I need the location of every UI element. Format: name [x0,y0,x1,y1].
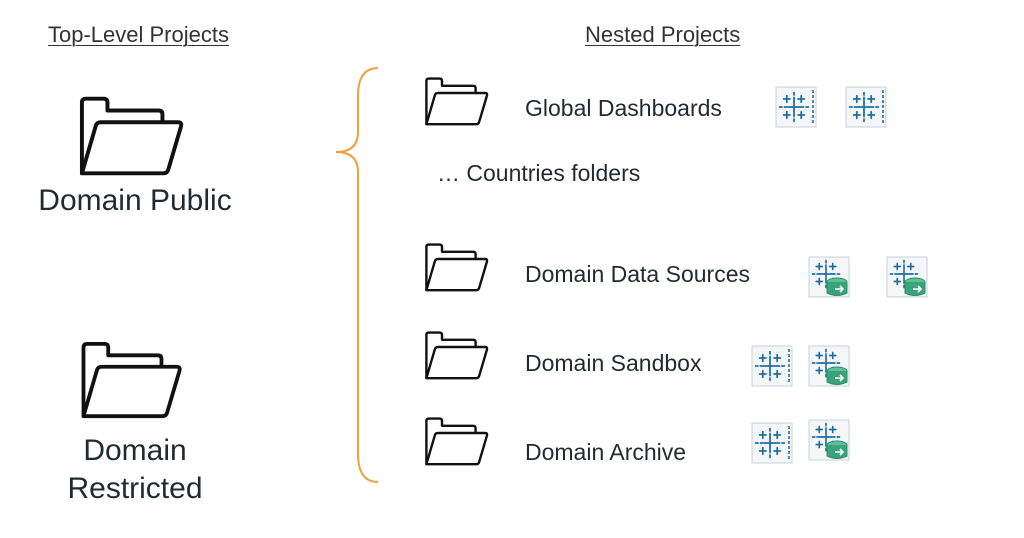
project-label: Domain Sandbox [525,350,702,376]
nested-project-domain-data-sources[interactable]: Domain Data Sources [420,240,940,300]
nested-project-domain-archive[interactable]: Domain Archive [420,414,900,474]
top-level-projects-header: Top-Level Projects [48,22,229,47]
nested-projects-header: Nested Projects [585,22,741,47]
countries-folders-note: … Countries folders [437,160,641,186]
grouping-brace [335,67,379,483]
folder-icon [78,342,186,420]
folder-icon [424,330,490,382]
nested-project-domain-sandbox[interactable]: Domain Sandbox [420,328,900,388]
datasource-icon[interactable] [886,256,928,298]
workbook-icon[interactable] [751,345,793,387]
top-level-project-domain-public[interactable]: Domain Public [20,92,250,222]
project-label: Domain Data Sources [525,261,750,287]
project-label-line1: Domain [83,434,187,467]
folder-icon [78,96,186,178]
folder-icon [424,416,490,468]
project-label-line2: Restricted [67,472,203,505]
datasource-icon[interactable] [808,256,850,298]
project-label: Global Dashboards [525,95,722,121]
folder-icon [424,242,490,294]
workbook-icon[interactable] [845,86,887,128]
workbook-icon[interactable] [775,86,817,128]
workbook-icon[interactable] [751,422,793,464]
top-level-project-domain-restricted[interactable]: Domain Restricted [20,340,250,510]
project-label: Domain Public [38,184,232,217]
datasource-icon[interactable] [808,345,850,387]
nested-project-global-dashboards[interactable]: Global Dashboards [420,74,900,134]
datasource-icon[interactable] [808,419,850,461]
folder-icon [424,76,490,128]
project-label: Domain Archive [525,439,687,465]
